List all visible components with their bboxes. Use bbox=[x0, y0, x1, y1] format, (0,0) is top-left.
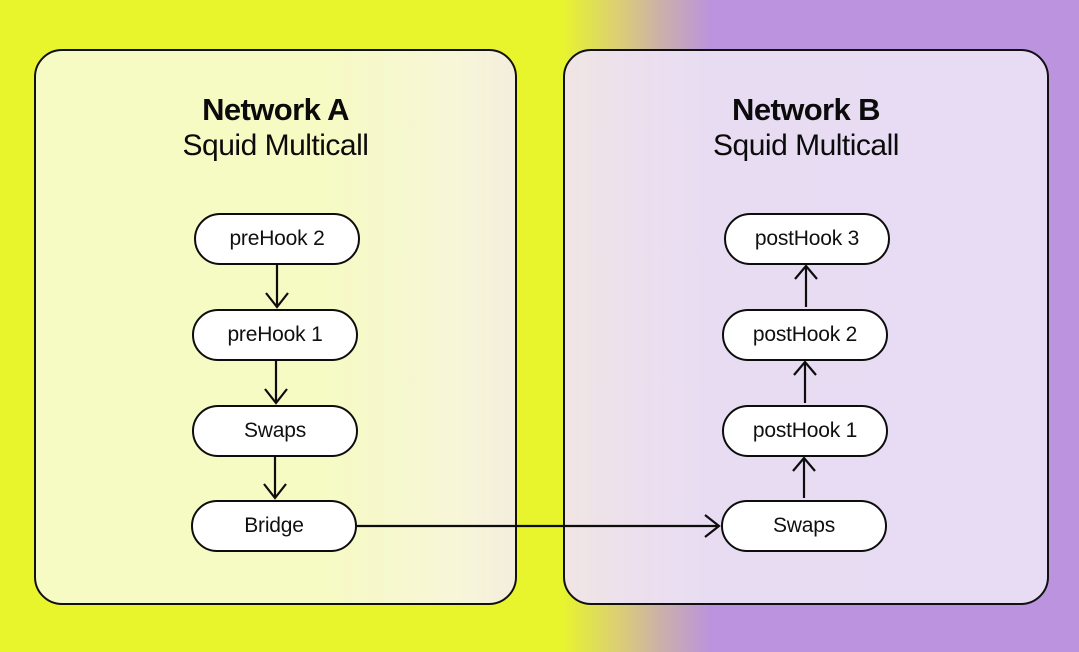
node-prehook-2[interactable]: preHook 2 bbox=[194, 213, 360, 265]
node-posthook-2[interactable]: postHook 2 bbox=[722, 309, 888, 361]
node-posthook-3[interactable]: postHook 3 bbox=[724, 213, 890, 265]
panel-a-subtitle: Squid Multicall bbox=[182, 128, 369, 162]
panel-a-title: Network A bbox=[202, 92, 349, 127]
node-prehook-1[interactable]: preHook 1 bbox=[192, 309, 358, 361]
panel-b-subtitle: Squid Multicall bbox=[713, 128, 899, 162]
node-posthook-1[interactable]: postHook 1 bbox=[722, 405, 888, 457]
node-swaps-network-b[interactable]: Swaps bbox=[721, 500, 887, 552]
panel-b-heading: Network B Squid Multicall bbox=[565, 92, 1047, 164]
panel-b-title: Network B bbox=[732, 92, 881, 127]
node-swaps-network-a[interactable]: Swaps bbox=[192, 405, 358, 457]
node-bridge[interactable]: Bridge bbox=[191, 500, 357, 552]
panel-a-heading: Network A Squid Multicall bbox=[36, 92, 515, 164]
